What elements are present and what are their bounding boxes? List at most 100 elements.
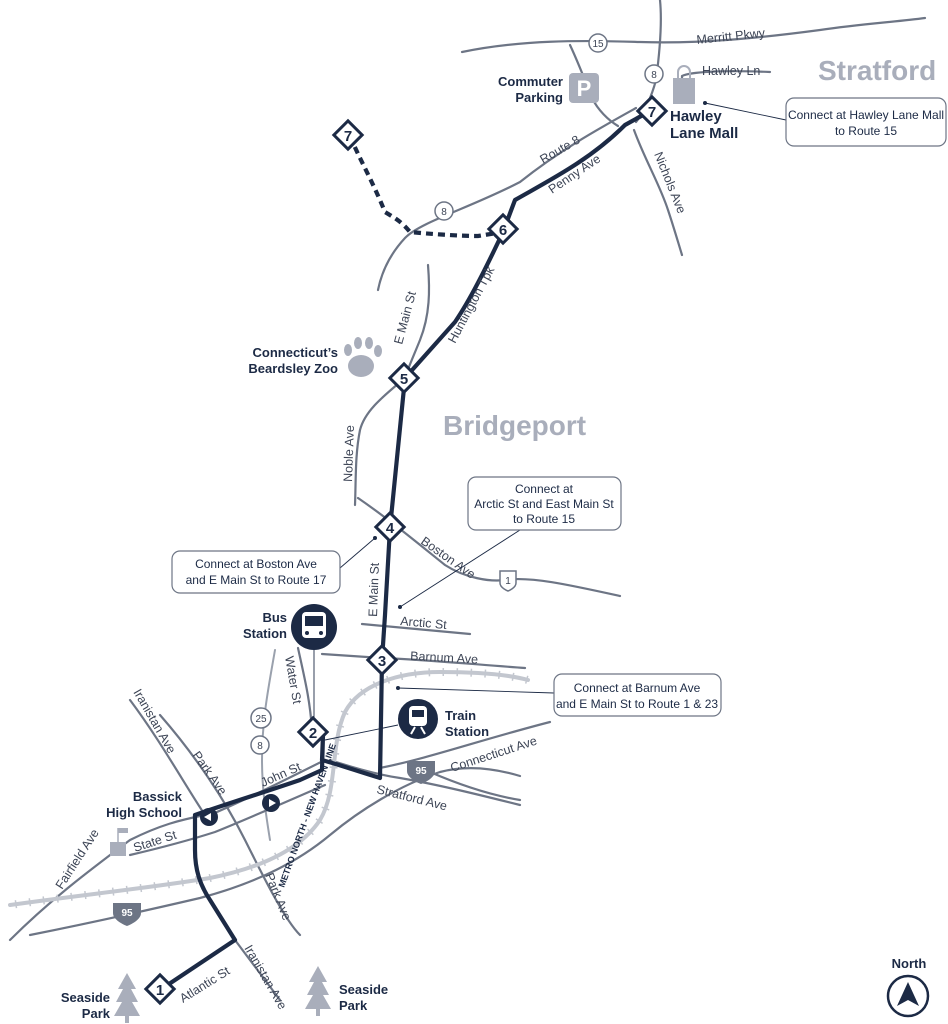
label-e-main-lower: E Main St [366,562,382,617]
tree-icon [114,973,140,1016]
callout-hawley: Connect at Hawley Lane Mall to Route 15 [703,97,947,147]
stop-1[interactable]: 1 [143,972,177,1006]
label-iranistan-upper: Iranistan Ave [130,687,178,756]
route-25-shield: 25 [250,707,272,729]
rail-tie [335,724,345,728]
svg-text:15: 15 [592,39,604,50]
rail-tie [285,845,292,854]
stop-6[interactable]: 6 [486,212,520,246]
rail-tie [511,672,515,681]
stop-5[interactable]: 5 [387,361,421,395]
nichols-ave-road [632,128,684,257]
svg-text:2: 2 [309,725,317,742]
route-8-shield-mid: 8 [434,201,454,221]
rail-tie [261,858,267,867]
rail-tie [399,671,404,681]
svg-text:Park: Park [339,998,368,1013]
stop-4[interactable]: 4 [373,510,407,544]
rail-tie [321,806,330,811]
stop-7-mall[interactable]: 7 [635,94,669,128]
label-atlantic: Atlantic St [177,964,233,1006]
label-iranistan-lower: Iranistan Ave [241,943,289,1012]
svg-text:Connect at: Connect at [515,482,574,496]
stop-3[interactable]: 3 [365,643,399,677]
mall-icon [673,78,695,104]
svg-text:4: 4 [386,520,395,537]
svg-text:Seaside: Seaside [61,990,110,1005]
svg-text:8: 8 [441,207,447,218]
us-1-shield: 1 [499,570,517,592]
svg-text:7: 7 [648,104,656,121]
rail-tie [524,675,529,684]
svg-text:95: 95 [415,766,427,777]
label-boston: Boston Ave [418,534,478,582]
svg-text:Connecticut’s: Connecticut’s [253,345,338,360]
seaside-park-right: Seaside Park [305,966,388,1016]
hawley-lane-road [680,70,772,88]
north-compass: North [886,956,930,1018]
rail-tie [349,698,357,705]
callout-arctic: Connect at Arctic St and East Main St to… [398,476,622,609]
noble-ave-road [353,376,407,507]
rail-tie [414,669,417,678]
rail-tie [386,675,391,684]
rail-tie [84,890,87,900]
parking-icon [569,73,599,103]
svg-text:Beardsley Zoo: Beardsley Zoo [248,361,338,376]
label-merritt: Merritt Pkwy [696,26,767,47]
hawley-lane-mall: Hawley Lane Mall [670,65,738,142]
city-label-stratford: Stratford [818,55,936,86]
stop-7-branch[interactable]: 7 [331,118,365,152]
label-barnum: Barnum Ave [410,649,479,667]
train-station: Train Station [324,699,489,741]
route-15-shield-top: 15 [588,33,608,53]
svg-text:Station: Station [243,626,287,641]
rail-tie [372,681,378,689]
svg-text:25: 25 [255,714,267,725]
iranistan-upper-road [128,698,207,817]
stop-2[interactable]: 2 [296,715,330,749]
svg-text:95: 95 [121,908,133,919]
rail-tie [111,887,115,896]
svg-text:3: 3 [378,653,386,670]
i95-branch-road [428,770,522,802]
beardsley-zoo: Connecticut’s Beardsley Zoo [248,337,382,377]
route-8-shield-top: 8 [644,64,664,84]
seaside-park-left: Seaside Park [61,973,140,1023]
svg-text:Bassick: Bassick [133,789,183,804]
label-hawley: Hawley Ln [702,64,760,78]
rail-tie [329,766,338,769]
rail-tie [125,885,129,894]
rail-tie [153,882,157,891]
rail-tie [139,883,143,893]
paw-print-icon [344,337,382,377]
svg-text:7: 7 [344,128,352,145]
svg-text:5: 5 [400,371,408,388]
svg-text:Commuter: Commuter [498,74,563,89]
rail-tie [297,837,304,845]
rail-tie [340,710,349,716]
svg-text:Seaside: Seaside [339,982,388,997]
svg-text:Connect at Hawley Lane Mall: Connect at Hawley Lane Mall [788,108,944,122]
rail-tie [70,892,73,901]
i95-shield-east: 95 [407,761,435,784]
rail-tie [208,873,212,883]
svg-text:1: 1 [156,982,164,999]
callout-barnum: Connect at Barnum Ave and E Main St to R… [396,673,722,717]
svg-text:Park: Park [82,1006,111,1021]
rail-tie [331,752,340,755]
svg-text:Connect at Barnum Ave: Connect at Barnum Ave [574,681,701,695]
rail-tie [315,818,324,824]
commuter-parking: Commuter Parking P [498,73,599,105]
arctic-st-road [360,622,472,636]
route-8-road [376,106,638,292]
iranistan-lower-road [233,938,282,1002]
rail-tie [307,828,314,836]
state-st-road [128,783,327,857]
bus-station: Bus Station [243,604,337,718]
label-fairfield: Fairfield Ave [53,826,102,891]
route-line-main [157,107,655,993]
direction-arrows [200,794,280,826]
svg-text:P: P [577,76,592,101]
